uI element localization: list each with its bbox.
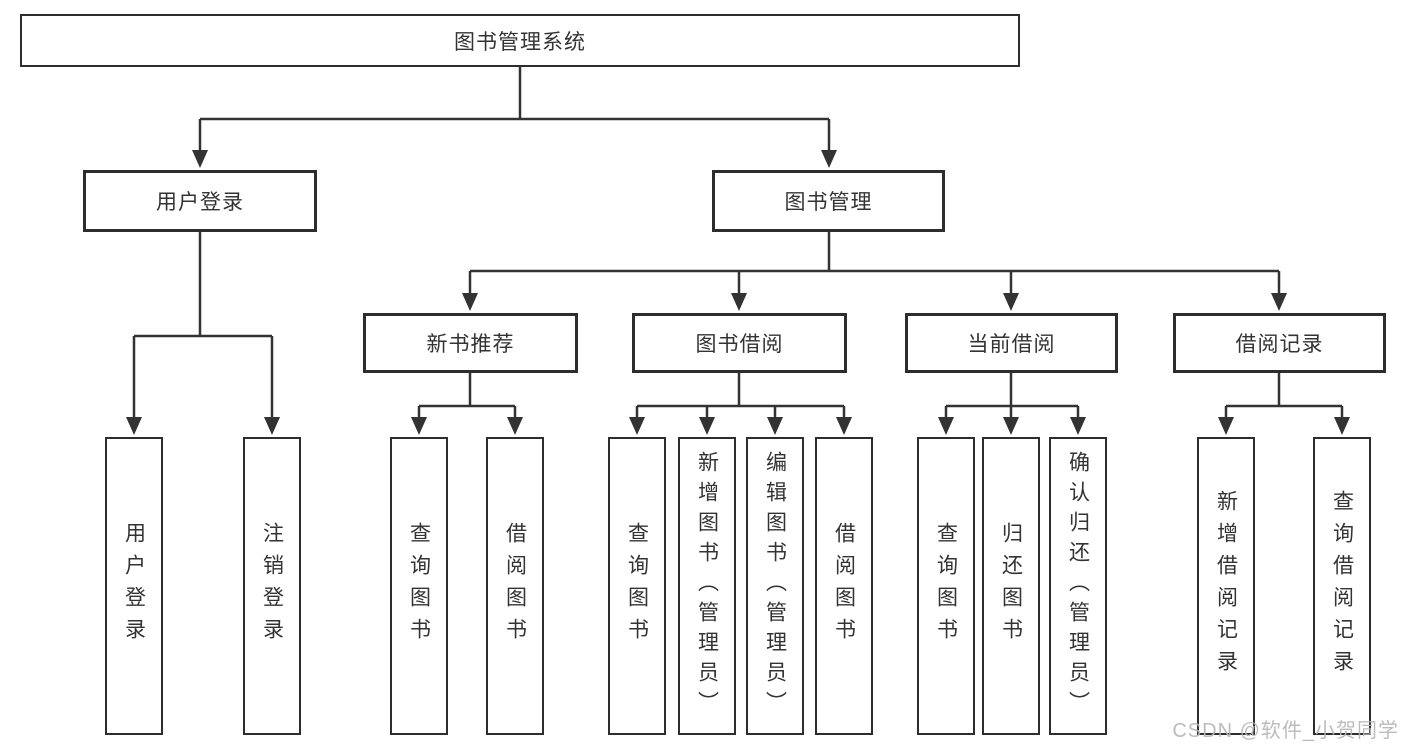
leaf-label: 用户登录 [122, 522, 146, 650]
leaf-user-login: 用户登录 [105, 437, 163, 735]
node-label: 图书借阅 [695, 333, 784, 356]
leaf-label: 归还图书 [999, 522, 1023, 650]
node-library-system: 图书管理系统 [20, 14, 1020, 67]
node-current-borrowing: 当前借阅 [905, 313, 1118, 373]
watermark: CSDN @软件_小贺同学 [1172, 720, 1399, 742]
node-label: 图书管理 [784, 191, 873, 214]
leaf-return-books: 归还图书 [982, 437, 1040, 735]
leaf-label: 查询图书 [407, 522, 431, 650]
leaf-label: 借阅图书 [503, 522, 527, 650]
leaf-borrow-books-recommend: 借阅图书 [486, 437, 544, 735]
leaf-borrow-books-borrowing: 借阅图书 [815, 437, 873, 735]
node-label: 新书推荐 [426, 333, 515, 356]
leaf-query-books-recommend: 查询图书 [390, 437, 448, 735]
leaf-edit-books-admin: 编辑图书（管理员） [746, 437, 804, 735]
leaf-add-borrow-record: 新增借阅记录 [1197, 437, 1255, 735]
leaf-label: 借阅图书 [832, 522, 856, 650]
node-label: 用户登录 [156, 191, 244, 214]
node-label: 当前借阅 [967, 333, 1056, 356]
leaf-label: 查询图书 [625, 522, 649, 650]
node-new-book-recommend: 新书推荐 [363, 313, 578, 373]
leaf-label: 新增图书（管理员） [695, 451, 719, 721]
leaf-label: 查询图书 [934, 522, 958, 650]
leaf-query-borrow-record: 查询借阅记录 [1313, 437, 1371, 735]
leaf-query-books-current: 查询图书 [917, 437, 975, 735]
node-book-management: 图书管理 [712, 170, 945, 232]
leaf-label: 新增借阅记录 [1214, 490, 1238, 682]
leaf-confirm-return-admin: 确认归还（管理员） [1049, 437, 1107, 735]
node-user-login: 用户登录 [83, 170, 317, 232]
leaf-logout: 注销登录 [243, 437, 301, 735]
leaf-label: 查询借阅记录 [1330, 490, 1354, 682]
leaf-label: 编辑图书（管理员） [763, 451, 787, 721]
leaf-query-books-borrowing: 查询图书 [608, 437, 666, 735]
node-label: 借阅记录 [1235, 333, 1324, 356]
leaf-add-books-admin: 新增图书（管理员） [678, 437, 736, 735]
node-label: 图书管理系统 [454, 30, 586, 54]
leaf-label: 注销登录 [260, 522, 284, 650]
node-borrowing-records: 借阅记录 [1173, 313, 1386, 373]
leaf-label: 确认归还（管理员） [1066, 451, 1090, 721]
node-book-borrowing: 图书借阅 [632, 313, 847, 373]
